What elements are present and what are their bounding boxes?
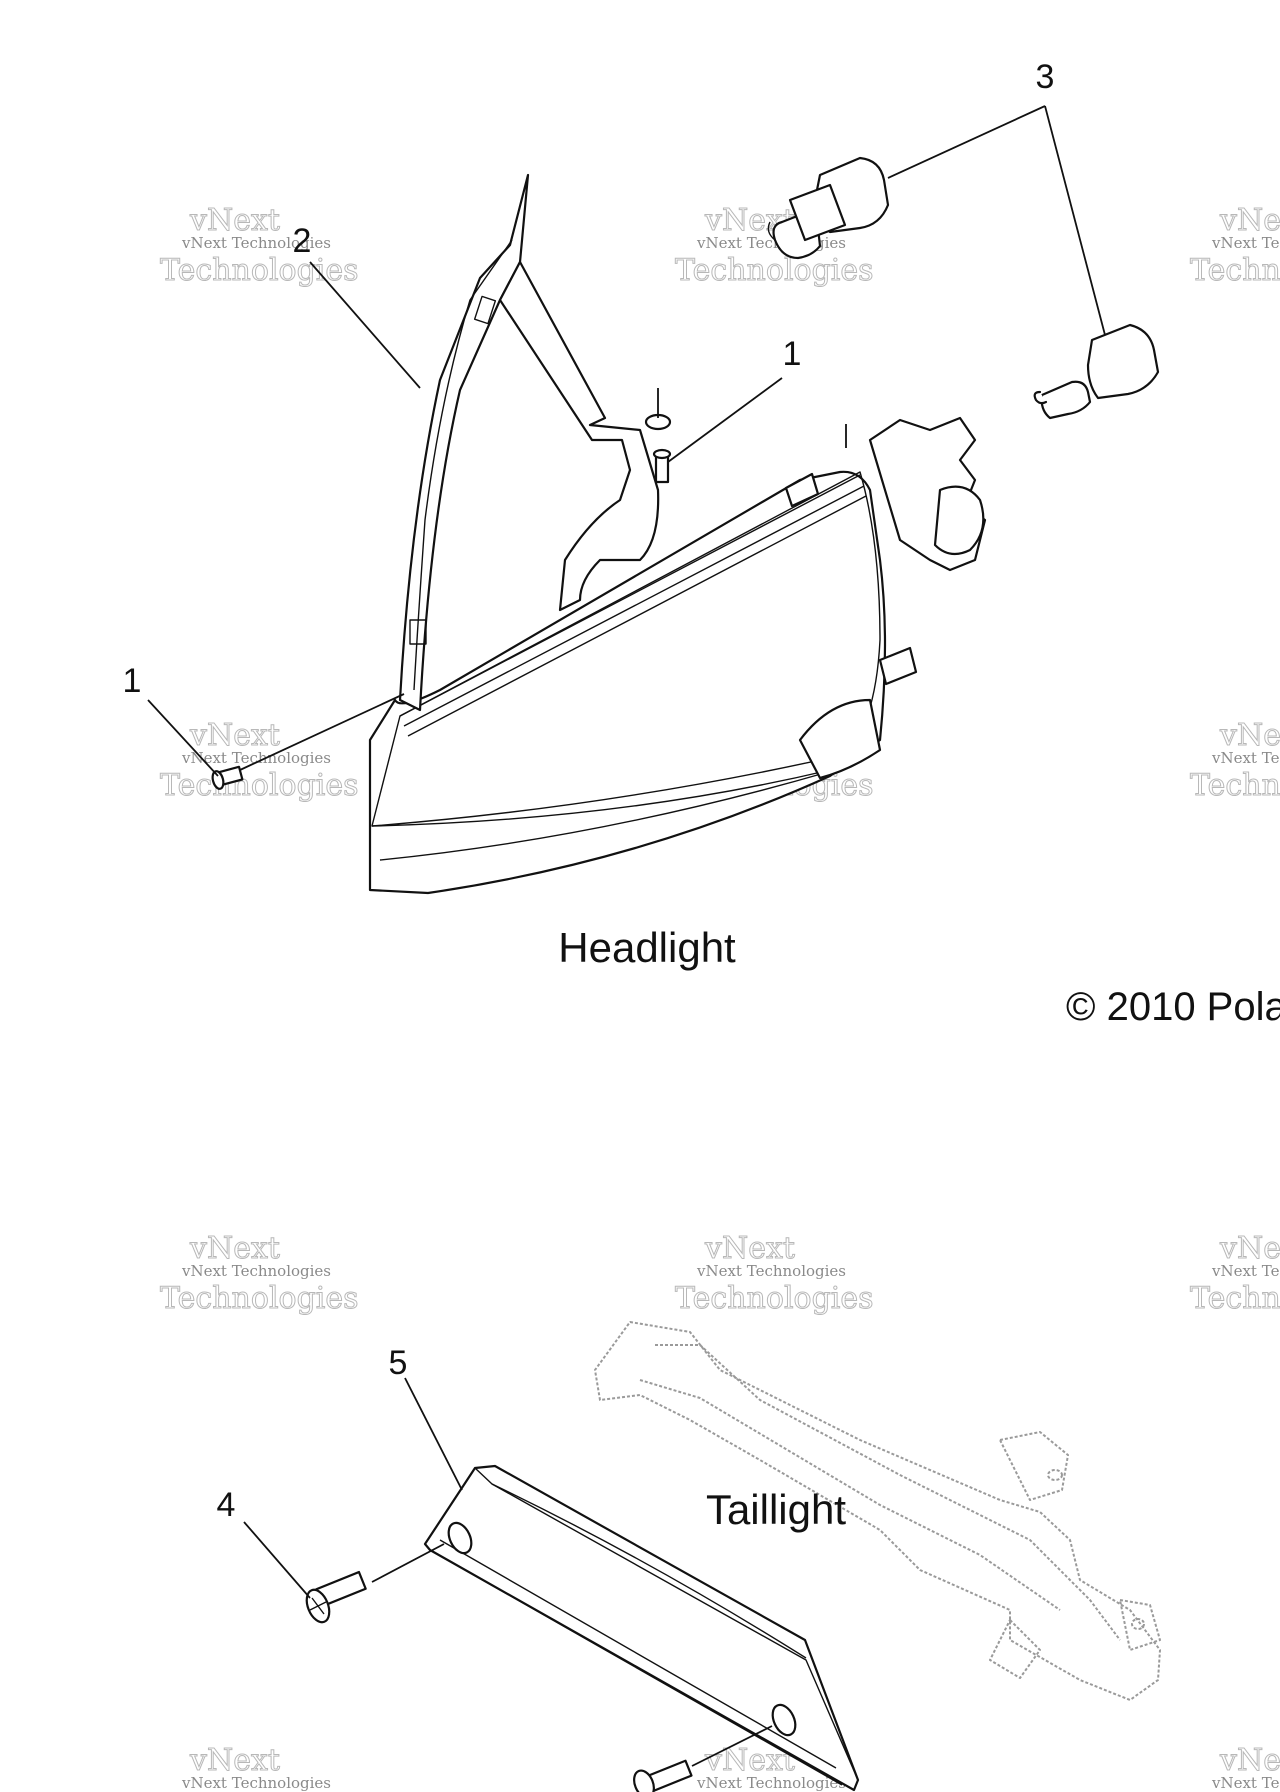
headlight-tab [784, 472, 820, 508]
headlight-housing [368, 470, 887, 895]
svg-text:Technologies: Technologies [675, 253, 874, 288]
taillight-mount-hole [1131, 1618, 1145, 1630]
taillight-hole [447, 1521, 473, 1555]
svg-text:vNext Technologies: vNext Technologies [1211, 1262, 1280, 1280]
taillight-hole [771, 1703, 797, 1737]
svg-text:vNext Technologies: vNext Technologies [181, 234, 331, 252]
leader-1-left [147, 699, 219, 777]
svg-text:Technologies: Technologies [160, 253, 359, 288]
bulb-upper [767, 156, 890, 260]
leader-3-lower [1044, 105, 1106, 336]
headlight-bezel [398, 173, 530, 712]
callout-4: 4 [217, 1486, 236, 1524]
leader-2 [309, 261, 421, 389]
watermark: vNext vNext Technologies Technologies [1190, 1231, 1280, 1317]
svg-text:vNext: vNext [704, 1231, 795, 1266]
svg-text:vNext Technologies: vNext Technologies [696, 1262, 846, 1280]
taillight-label: Taillight [706, 1486, 846, 1533]
watermark: vNext vNext Technologies Technologies [675, 203, 875, 289]
callout-3: 3 [1036, 58, 1055, 96]
taillight-assembly [243, 1321, 1161, 1792]
headlight-bezel-inner [413, 239, 513, 691]
taillight-mount-ghost [594, 1321, 1161, 1701]
svg-text:vNext Technologies: vNext Technologies [181, 1774, 331, 1792]
callout-5: 5 [389, 1344, 408, 1382]
watermark: vNext vNext Technologies Technologies [160, 718, 360, 804]
taillight-mount-ghost-inner [639, 1344, 1121, 1641]
watermark: vNext vNext Technologies [181, 1743, 331, 1792]
bezel-slot [473, 295, 497, 325]
leader-screw4-axis [371, 1543, 445, 1583]
callout-2: 2 [293, 222, 312, 260]
screw-4-lower [633, 1759, 693, 1792]
leader-screw-axis [239, 693, 405, 771]
leader-3-upper [887, 105, 1046, 179]
leader-1-top [667, 377, 783, 463]
svg-text:vNext Technologies: vNext Technologies [181, 749, 331, 767]
headlight-lens-bottom [371, 759, 829, 861]
leader-4 [243, 1521, 311, 1599]
taillight-lens-top [491, 1483, 807, 1659]
screw-1-top [652, 448, 672, 484]
headlight-tab [798, 698, 882, 780]
callout-1-top: 1 [783, 335, 802, 373]
svg-text:Technologies: Technologies [1190, 1281, 1280, 1316]
leader-5 [404, 1377, 463, 1491]
bezel-slot [409, 619, 427, 645]
headlight-tab [878, 646, 918, 686]
watermarks: vNext vNext Technologies Technologies vN… [160, 203, 1280, 1792]
svg-text:vNext Technologies: vNext Technologies [181, 1262, 331, 1280]
headlight-label: Headlight [558, 924, 736, 971]
svg-text:vNext: vNext [1219, 203, 1280, 238]
svg-text:Technologies: Technologies [160, 1281, 359, 1316]
svg-text:vNext: vNext [189, 1743, 280, 1778]
svg-text:vNext: vNext [189, 1231, 280, 1266]
screw-1-left [211, 765, 244, 790]
callout-1-left: 1 [123, 662, 142, 700]
watermark: vNext vNext Technologies Technologies [1190, 718, 1280, 804]
watermark: vNext vNext Technologies Technologies [675, 1231, 875, 1317]
svg-text:Technologies: Technologies [1190, 768, 1280, 803]
copyright-text: © 2010 Pola [1066, 985, 1280, 1029]
svg-text:vNext: vNext [1219, 1743, 1280, 1778]
taillight-mount-hole [1047, 1469, 1063, 1481]
svg-text:vNext Technologies: vNext Technologies [696, 1774, 846, 1792]
headlight-assembly [147, 105, 1160, 895]
svg-text:Technologies: Technologies [1190, 253, 1280, 288]
svg-text:Technologies: Technologies [675, 1281, 874, 1316]
svg-text:vNext: vNext [189, 718, 280, 753]
watermark: vNext vNext Technologies [1211, 1743, 1280, 1792]
taillight-lens-face [429, 1467, 859, 1786]
headlight-rear-socket [933, 485, 985, 556]
svg-text:vNext: vNext [1219, 1231, 1280, 1266]
svg-text:Technologies: Technologies [160, 768, 359, 803]
bezel-post [644, 388, 672, 431]
watermark: vNext vNext Technologies Technologies [160, 203, 360, 289]
svg-text:vNext Technologies: vNext Technologies [1211, 234, 1280, 252]
svg-text:vNext Technologies: vNext Technologies [1211, 749, 1280, 767]
headlight-lens-edge [399, 474, 867, 737]
taillight-mount-ghost-tab [989, 1431, 1161, 1679]
watermark: vNext vNext Technologies [696, 1743, 846, 1792]
watermark: vNext vNext Technologies Technologies [1190, 203, 1280, 289]
watermark: vNext vNext Technologies Technologies [160, 1231, 360, 1317]
bulb-lower [1033, 323, 1160, 420]
svg-text:vNext: vNext [1219, 718, 1280, 753]
headlight-bezel-arm [498, 260, 660, 612]
leader-screw4b-axis [691, 1725, 773, 1767]
screw-4-upper [305, 1570, 367, 1624]
svg-text:vNext: vNext [189, 203, 280, 238]
svg-text:vNext Technologies: vNext Technologies [1211, 1774, 1280, 1792]
